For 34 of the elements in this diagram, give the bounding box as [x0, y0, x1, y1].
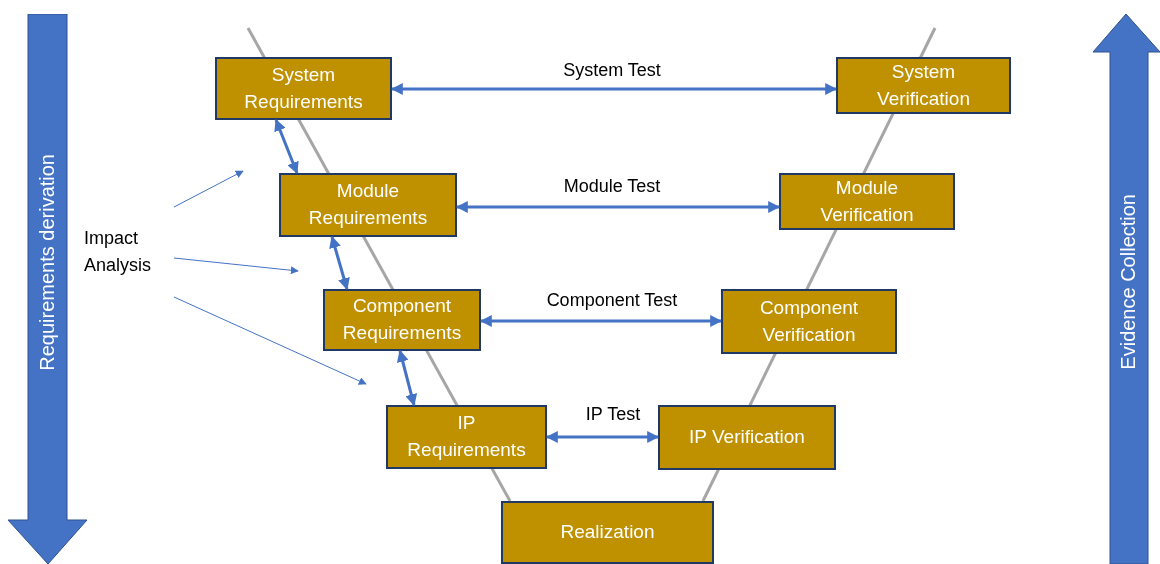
pointer-arrow	[173, 170, 244, 208]
annotation-text: Impact Analysis	[84, 227, 153, 277]
box-label: Module Verification	[819, 175, 915, 227]
double-arrow	[396, 349, 418, 407]
process-box	[779, 173, 955, 230]
arrow-label: Evidence Collection	[1117, 194, 1140, 370]
double-arrow	[329, 235, 350, 291]
box-label: Realization	[560, 520, 655, 545]
pointer-arrow	[173, 296, 367, 385]
arrow-label: Requirements derivation	[36, 154, 59, 371]
box-label: System Requirements	[243, 62, 364, 114]
process-box	[215, 57, 392, 120]
box-label: IP Verification	[689, 425, 805, 450]
up-block-arrow	[1093, 14, 1160, 564]
process-box	[386, 405, 547, 469]
edge-label: System Test	[561, 60, 663, 81]
process-box	[836, 57, 1011, 114]
box-label: IP Requirements	[406, 411, 527, 462]
process-box	[658, 405, 836, 470]
box-label: Module Requirements	[307, 179, 429, 230]
box-label: Component Verification	[758, 295, 860, 347]
edge-label: Component Test	[544, 290, 680, 311]
double-arrow	[390, 83, 838, 95]
double-arrow	[545, 431, 660, 443]
double-arrow	[479, 315, 723, 327]
double-arrow	[274, 118, 299, 175]
process-box	[279, 173, 457, 237]
pointer-arrow	[173, 257, 299, 275]
box-label: Component Requirements	[341, 294, 463, 345]
process-box	[721, 289, 897, 354]
process-box	[501, 501, 714, 564]
double-arrow	[455, 201, 781, 213]
process-box	[323, 289, 481, 351]
box-label: System Verification	[876, 59, 971, 111]
